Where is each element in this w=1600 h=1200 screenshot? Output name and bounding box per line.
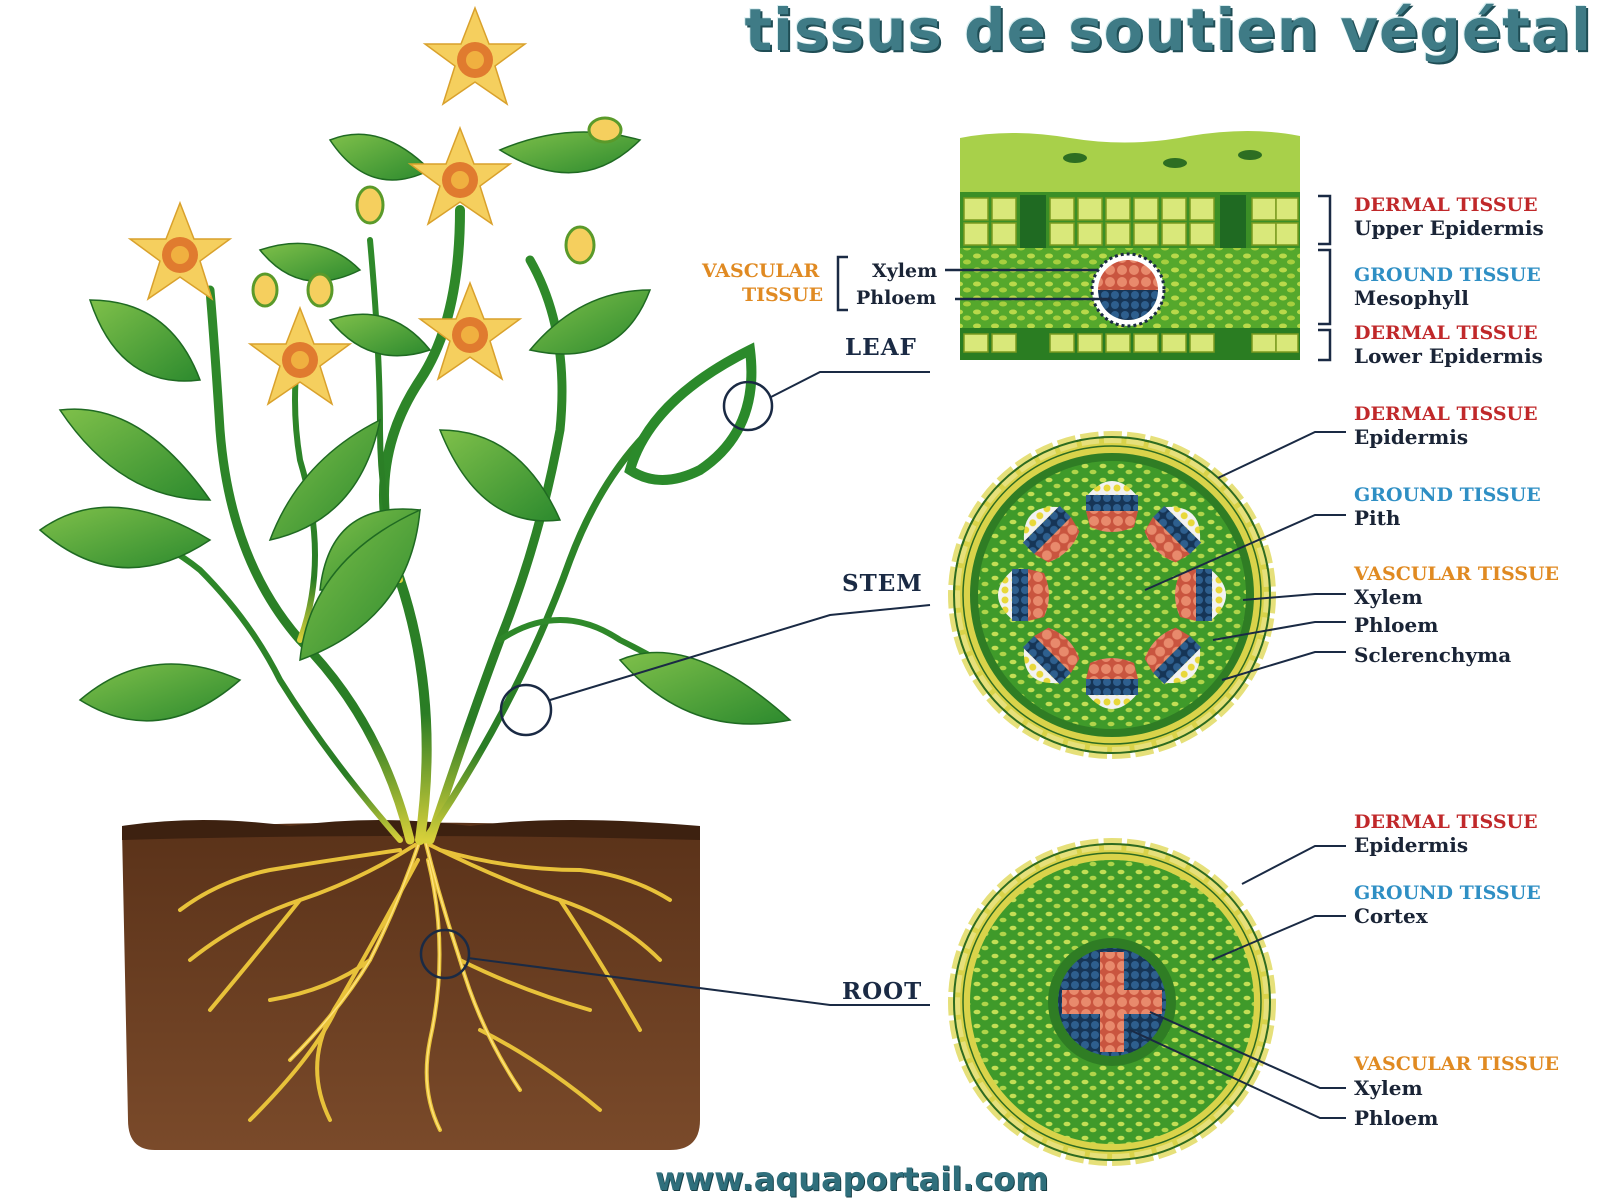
vascular-bundle bbox=[1086, 481, 1138, 532]
root-cortex-label: Cortex bbox=[1354, 904, 1428, 928]
root-vascular-category: VASCULAR TISSUE bbox=[1354, 1053, 1560, 1075]
vascular-bundle bbox=[1086, 658, 1138, 709]
footer-url: www.aquaportail.com bbox=[655, 1160, 1049, 1198]
organ-label-leaf: LEAF bbox=[845, 334, 917, 361]
organ-label-stem: STEM bbox=[842, 570, 923, 597]
leaf-zoom-circle bbox=[722, 380, 774, 432]
lower-epidermis-cells bbox=[963, 333, 1299, 353]
leaf-dermal-lower-category: DERMAL TISSUE bbox=[1354, 322, 1538, 344]
leaf-vascular-label-2: TISSUE bbox=[742, 284, 824, 306]
leaf-cross-section bbox=[960, 131, 1300, 360]
plant-illustration bbox=[38, 5, 792, 1150]
stem-vascular-category: VASCULAR TISSUE bbox=[1354, 563, 1560, 585]
organ-leader-lines bbox=[467, 371, 931, 1006]
leaf-upper-epidermis-label: Upper Epidermis bbox=[1354, 216, 1544, 240]
vascular-bundle bbox=[1022, 505, 1080, 563]
root-ground-category: GROUND TISSUE bbox=[1354, 882, 1541, 904]
soil-pot bbox=[122, 822, 700, 1150]
highlighted-leaf bbox=[624, 342, 757, 485]
stem-leader-lines bbox=[1144, 431, 1346, 681]
stem-xylem-label: Xylem bbox=[1354, 585, 1423, 609]
page-title: tissus de soutien végétal bbox=[744, 0, 1592, 64]
organ-label-root: ROOT bbox=[842, 978, 923, 1005]
leaf-lower-epidermis-label: Lower Epidermis bbox=[1354, 344, 1543, 368]
stem-phloem-label: Phloem bbox=[1354, 613, 1439, 637]
vascular-bundle bbox=[1175, 569, 1226, 621]
leaf-phloem-label: Phloem bbox=[856, 287, 937, 309]
root-xylem-label: Xylem bbox=[1354, 1076, 1423, 1100]
vascular-bundle bbox=[1144, 505, 1202, 563]
root-epidermis-label: Epidermis bbox=[1354, 833, 1469, 857]
stem-dermal-category: DERMAL TISSUE bbox=[1354, 403, 1538, 425]
leaf-dermal-upper-category: DERMAL TISSUE bbox=[1354, 194, 1538, 216]
vascular-bundle bbox=[998, 569, 1049, 621]
vascular-bundle bbox=[1144, 627, 1202, 685]
stem-pith-label: Pith bbox=[1354, 506, 1401, 530]
stem-epidermis-label: Epidermis bbox=[1354, 425, 1469, 449]
vascular-bundle bbox=[1022, 627, 1080, 685]
stem-vascular-bundles bbox=[998, 481, 1226, 709]
upper-epidermis-cells bbox=[963, 197, 1299, 246]
root-lines bbox=[289, 839, 521, 1131]
flowers bbox=[127, 5, 623, 406]
leaf-xylem-label: Xylem bbox=[872, 260, 938, 282]
root-leader-lines bbox=[1129, 845, 1346, 1119]
stem-sclerenchyma-label: Sclerenchyma bbox=[1354, 643, 1512, 667]
leaf-mesophyll-label: Mesophyll bbox=[1354, 286, 1469, 310]
leaf-brackets bbox=[836, 194, 1332, 362]
root-zoom-circle bbox=[419, 928, 471, 980]
leaf-vascular-label-1: VASCULAR bbox=[702, 260, 820, 282]
leaf-ground-category: GROUND TISSUE bbox=[1354, 264, 1541, 286]
root-dermal-category: DERMAL TISSUE bbox=[1354, 811, 1538, 833]
stem-ground-category: GROUND TISSUE bbox=[1354, 484, 1541, 506]
root-phloem-label: Phloem bbox=[1354, 1106, 1439, 1130]
stem-zoom-circle bbox=[499, 683, 553, 737]
root-cross-section bbox=[948, 838, 1276, 1166]
leaves bbox=[38, 131, 792, 725]
